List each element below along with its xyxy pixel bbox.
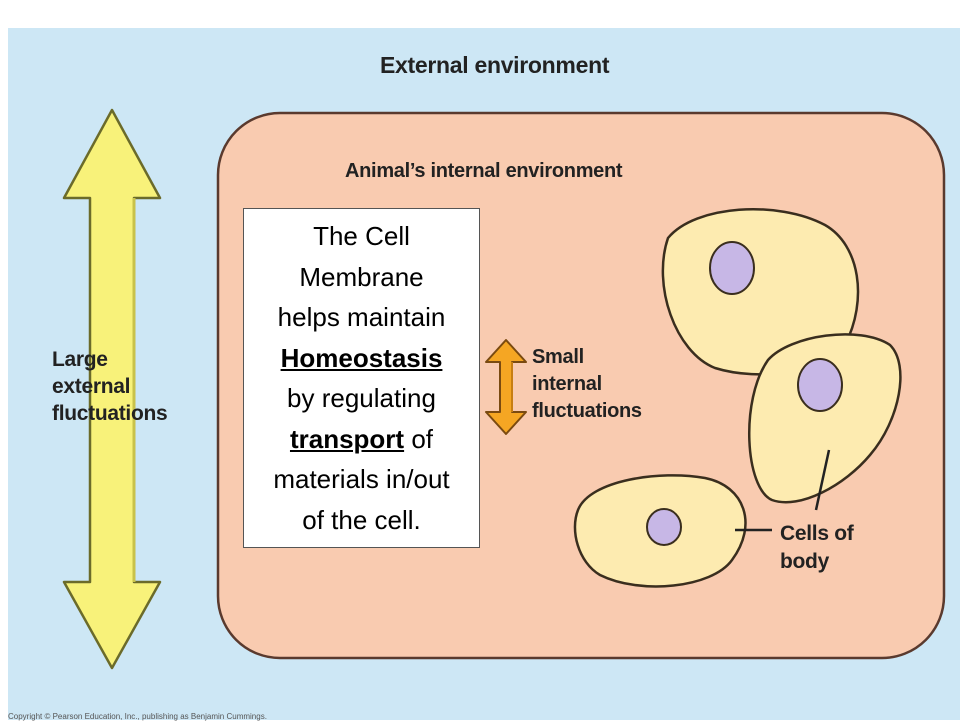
callout-line: helps maintain bbox=[277, 302, 446, 332]
external-environment-title: External environment bbox=[380, 52, 610, 78]
cells-label-line: Cells of bbox=[780, 522, 854, 545]
large-double-arrow-icon bbox=[62, 108, 162, 670]
small-fluctuations-line: internal bbox=[532, 373, 602, 395]
callout-homeostasis: Homeostasis bbox=[280, 342, 443, 373]
small-double-arrow-icon bbox=[485, 339, 527, 435]
callout-line: by regulating bbox=[287, 383, 436, 413]
cells-label-line: body bbox=[780, 550, 829, 573]
internal-environment-title: Animal’s internal environment bbox=[345, 160, 623, 182]
body-cell bbox=[573, 474, 747, 588]
callout-line: of the cell. bbox=[302, 504, 421, 535]
cells-of-body-label: Cells of body bbox=[780, 520, 854, 576]
callout-line: The Cell bbox=[313, 221, 410, 251]
cells-leader-line bbox=[814, 449, 831, 511]
large-fluctuations-label: Large external fluctuations bbox=[52, 346, 168, 427]
small-fluctuations-line: fluctuations bbox=[532, 400, 642, 422]
large-fluctuations-line: external bbox=[52, 375, 131, 398]
callout-line: transport of bbox=[290, 419, 433, 460]
nucleus-icon bbox=[709, 241, 755, 295]
large-fluctuations-line: Large bbox=[52, 348, 108, 371]
small-fluctuations-label: Small internal fluctuations bbox=[532, 344, 642, 425]
body-cell bbox=[747, 333, 902, 504]
callout-transport: transport bbox=[289, 423, 405, 454]
callout-line: materials in/out bbox=[273, 464, 450, 494]
nucleus-icon bbox=[797, 358, 843, 412]
cell-membrane-callout: The Cell Membrane helps maintain Homeost… bbox=[243, 208, 480, 548]
callout-line: Membrane bbox=[299, 261, 424, 292]
callout-of: of bbox=[404, 423, 434, 454]
small-fluctuations-line: Small bbox=[532, 346, 584, 368]
nucleus-icon bbox=[646, 508, 682, 546]
copyright-notice: Copyright © Pearson Education, Inc., pub… bbox=[8, 712, 267, 721]
large-fluctuations-line: fluctuations bbox=[52, 402, 168, 425]
